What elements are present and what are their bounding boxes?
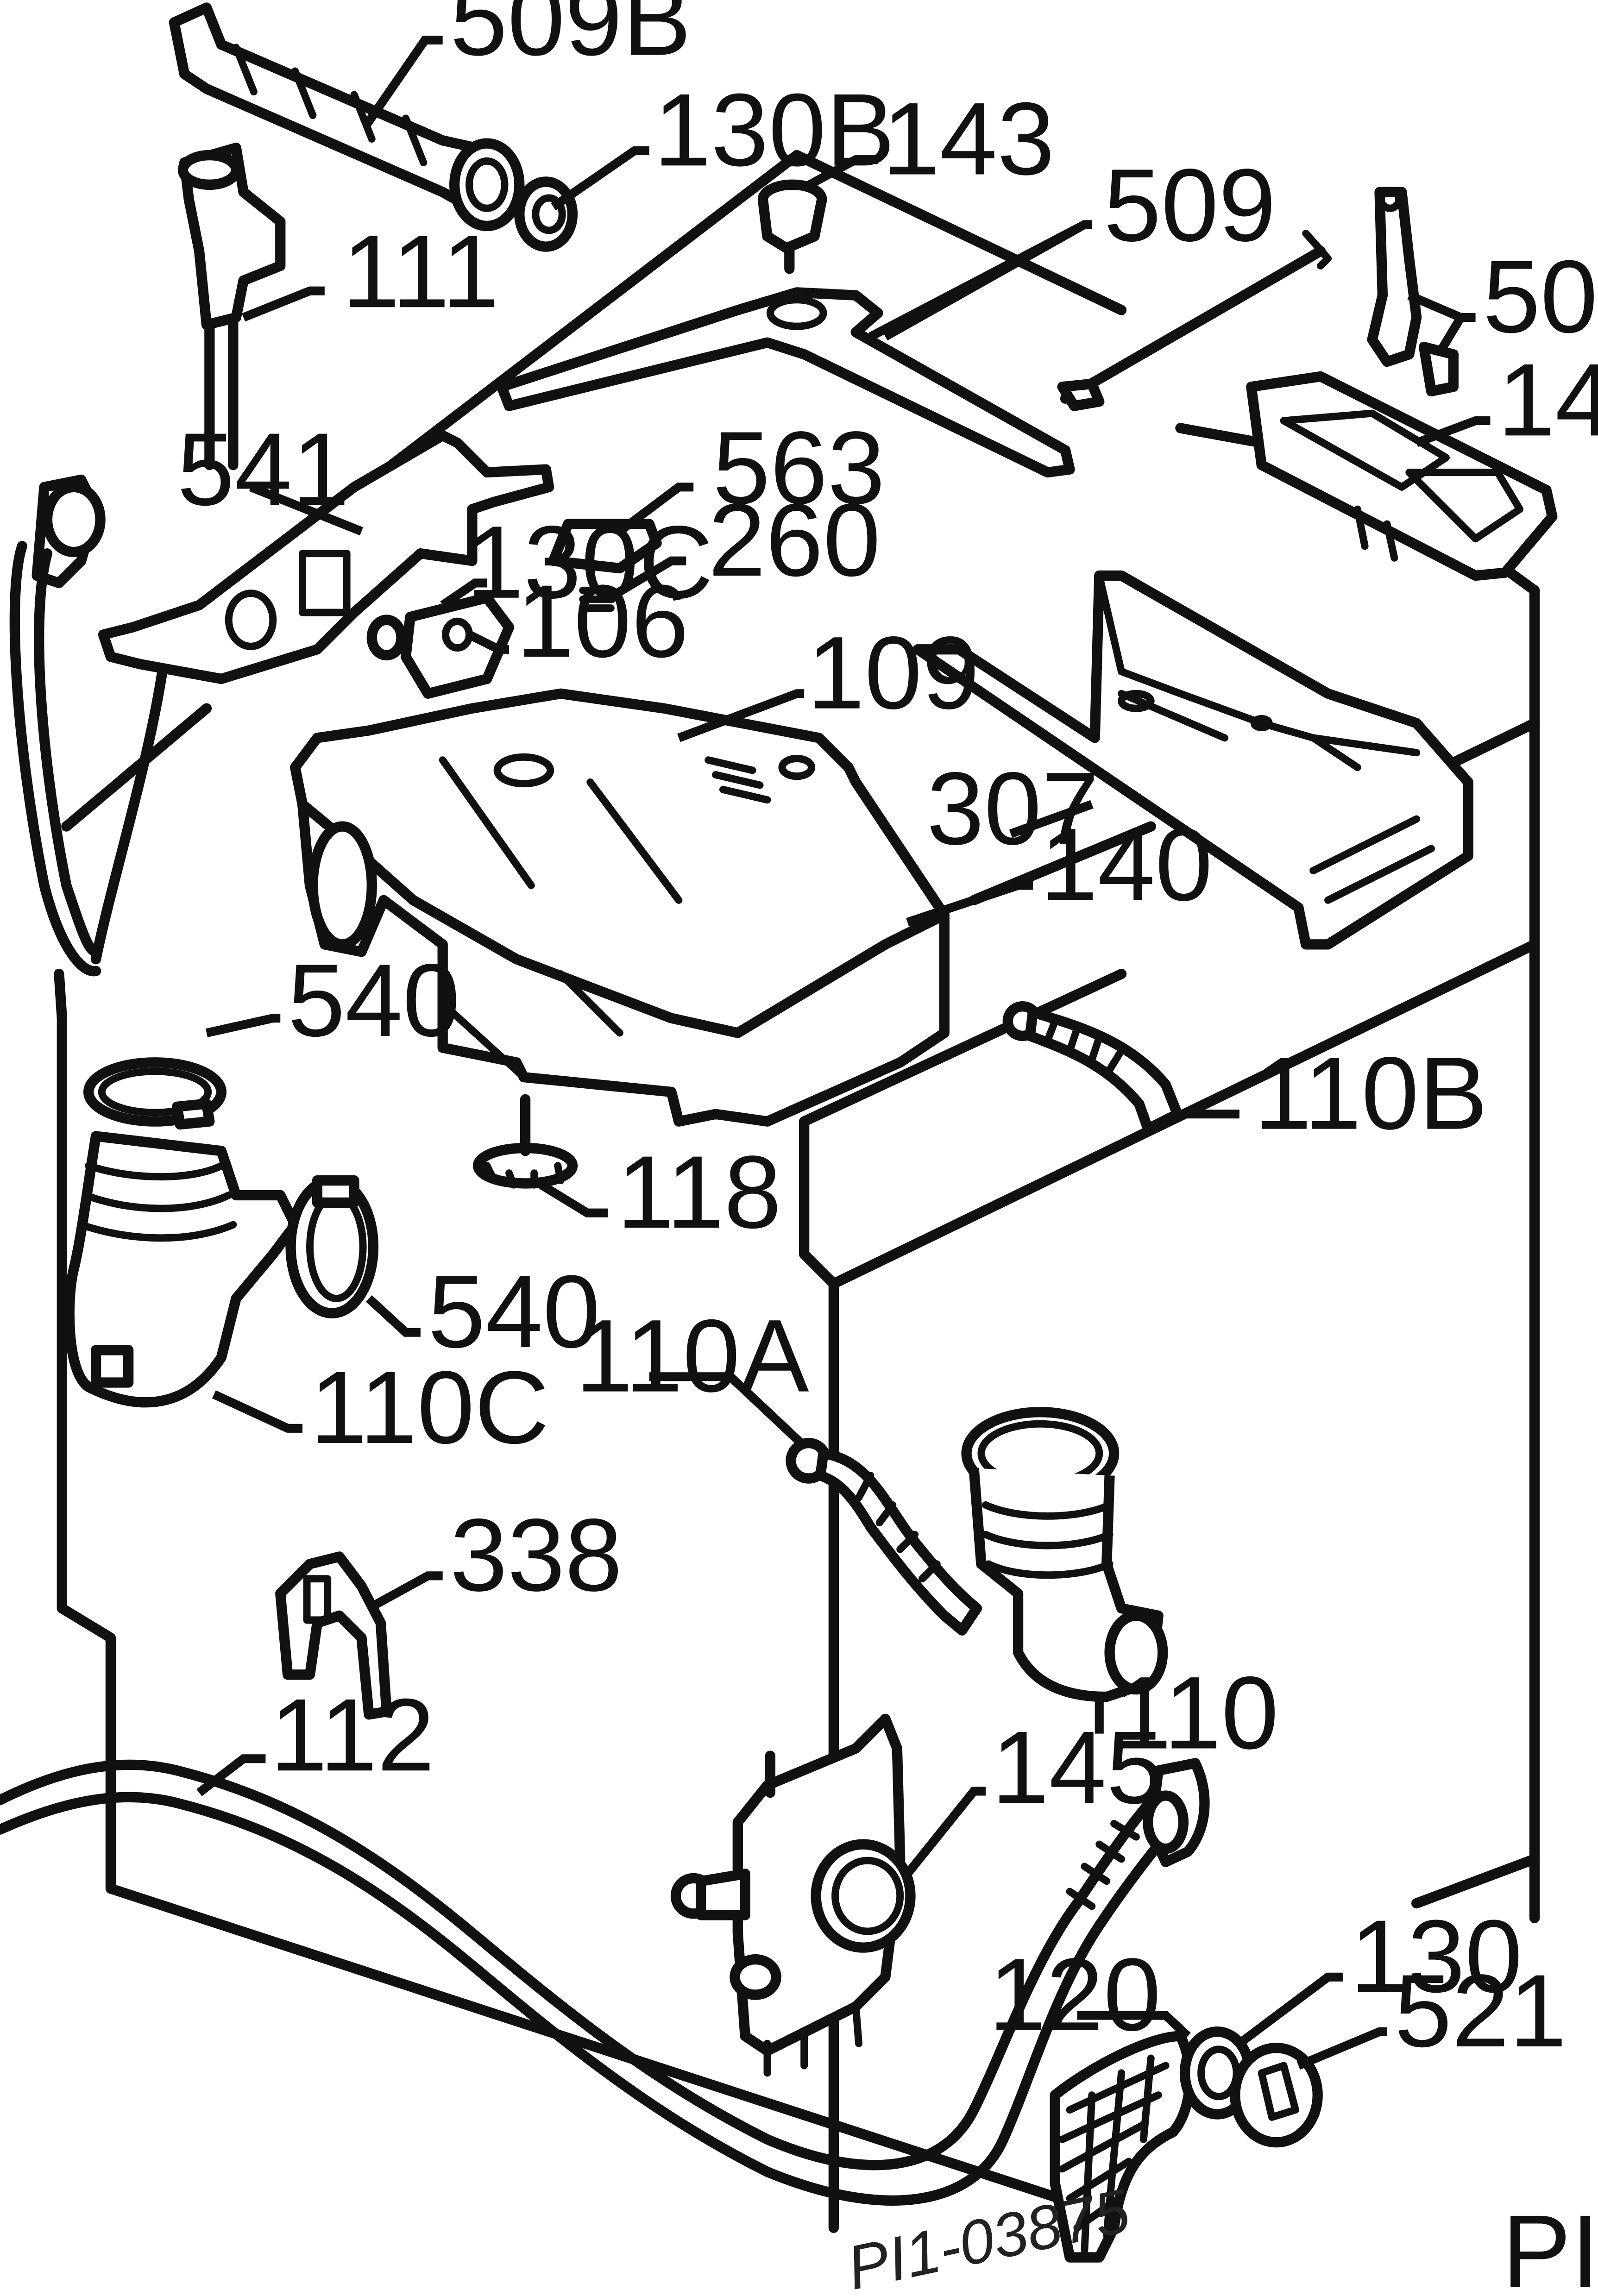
part-338-clip: [275, 1551, 392, 1720]
part-110b-hose: [1002, 1001, 1183, 1134]
part-541-bracket: [9, 430, 554, 977]
label-260: 260: [708, 483, 881, 598]
part-521-cap: [1230, 2043, 1323, 2148]
part-540-clamp-side: [285, 1175, 379, 1318]
part-110c-sump: [64, 1131, 301, 1408]
part-509a-lever: [1367, 187, 1459, 396]
label-110a: 110A: [575, 1299, 809, 1414]
label-110c: 110C: [310, 1350, 549, 1465]
label-143: 143: [882, 82, 1055, 197]
label-148: 148: [1497, 342, 1598, 458]
label-110: 110: [1114, 1656, 1279, 1771]
label-140: 140: [1040, 807, 1213, 922]
part-111-valve: [177, 143, 286, 470]
label-111: 111: [342, 214, 499, 329]
label-120: 120: [988, 1937, 1161, 2052]
label-509b: 509B: [450, 0, 692, 77]
part-118-nut: [472, 1094, 578, 1189]
part-509-lever: [496, 229, 1332, 478]
part-112-drain-hose: [0, 1758, 1210, 2206]
part-106-valve: [366, 592, 515, 699]
label-563: 563: [713, 410, 885, 526]
label-540-side: 540: [428, 1254, 600, 1369]
label-109: 109: [807, 615, 980, 731]
label-112: 112: [270, 1677, 434, 1793]
part-143-knob: [757, 179, 827, 274]
label-110b: 110B: [1254, 1036, 1488, 1151]
label-338: 338: [450, 1498, 623, 1613]
part-260-spring: [579, 586, 616, 612]
callout-labels: 509B 130B 143 509 509A 111 148 541 563 2…: [177, 0, 1598, 2296]
label-130: 130: [1350, 1899, 1523, 2014]
drawing-code: PI1-03875: [841, 2176, 1135, 2296]
leader-lines: [196, 36, 1491, 2070]
label-145: 145: [992, 1710, 1164, 1825]
part-110a-hose: [786, 1437, 982, 1636]
part-130b-ring: [514, 176, 578, 252]
label-521: 521: [1394, 1953, 1567, 2069]
part-145-pump: [670, 1713, 916, 2077]
part-509b-hose: [169, 2, 525, 232]
label-509a: 509A: [1483, 239, 1598, 354]
part-110-elbow: [961, 1407, 1168, 1702]
label-541: 541: [177, 412, 349, 527]
label-130b: 130B: [654, 72, 895, 188]
page-id: PI1: [1502, 2194, 1598, 2296]
label-106: 106: [516, 564, 689, 679]
label-118: 118: [617, 1135, 781, 1250]
label-307: 307: [927, 751, 1099, 866]
part-307-drawer: [912, 570, 1473, 950]
part-148-trim: [1246, 371, 1558, 581]
part-140-dispenser-body: [297, 799, 950, 1127]
label-509: 509: [1104, 148, 1276, 263]
part-540-clamp-top: [83, 1057, 226, 1130]
label-130c: 130C: [466, 505, 713, 620]
label-540-top: 540: [288, 943, 460, 1058]
